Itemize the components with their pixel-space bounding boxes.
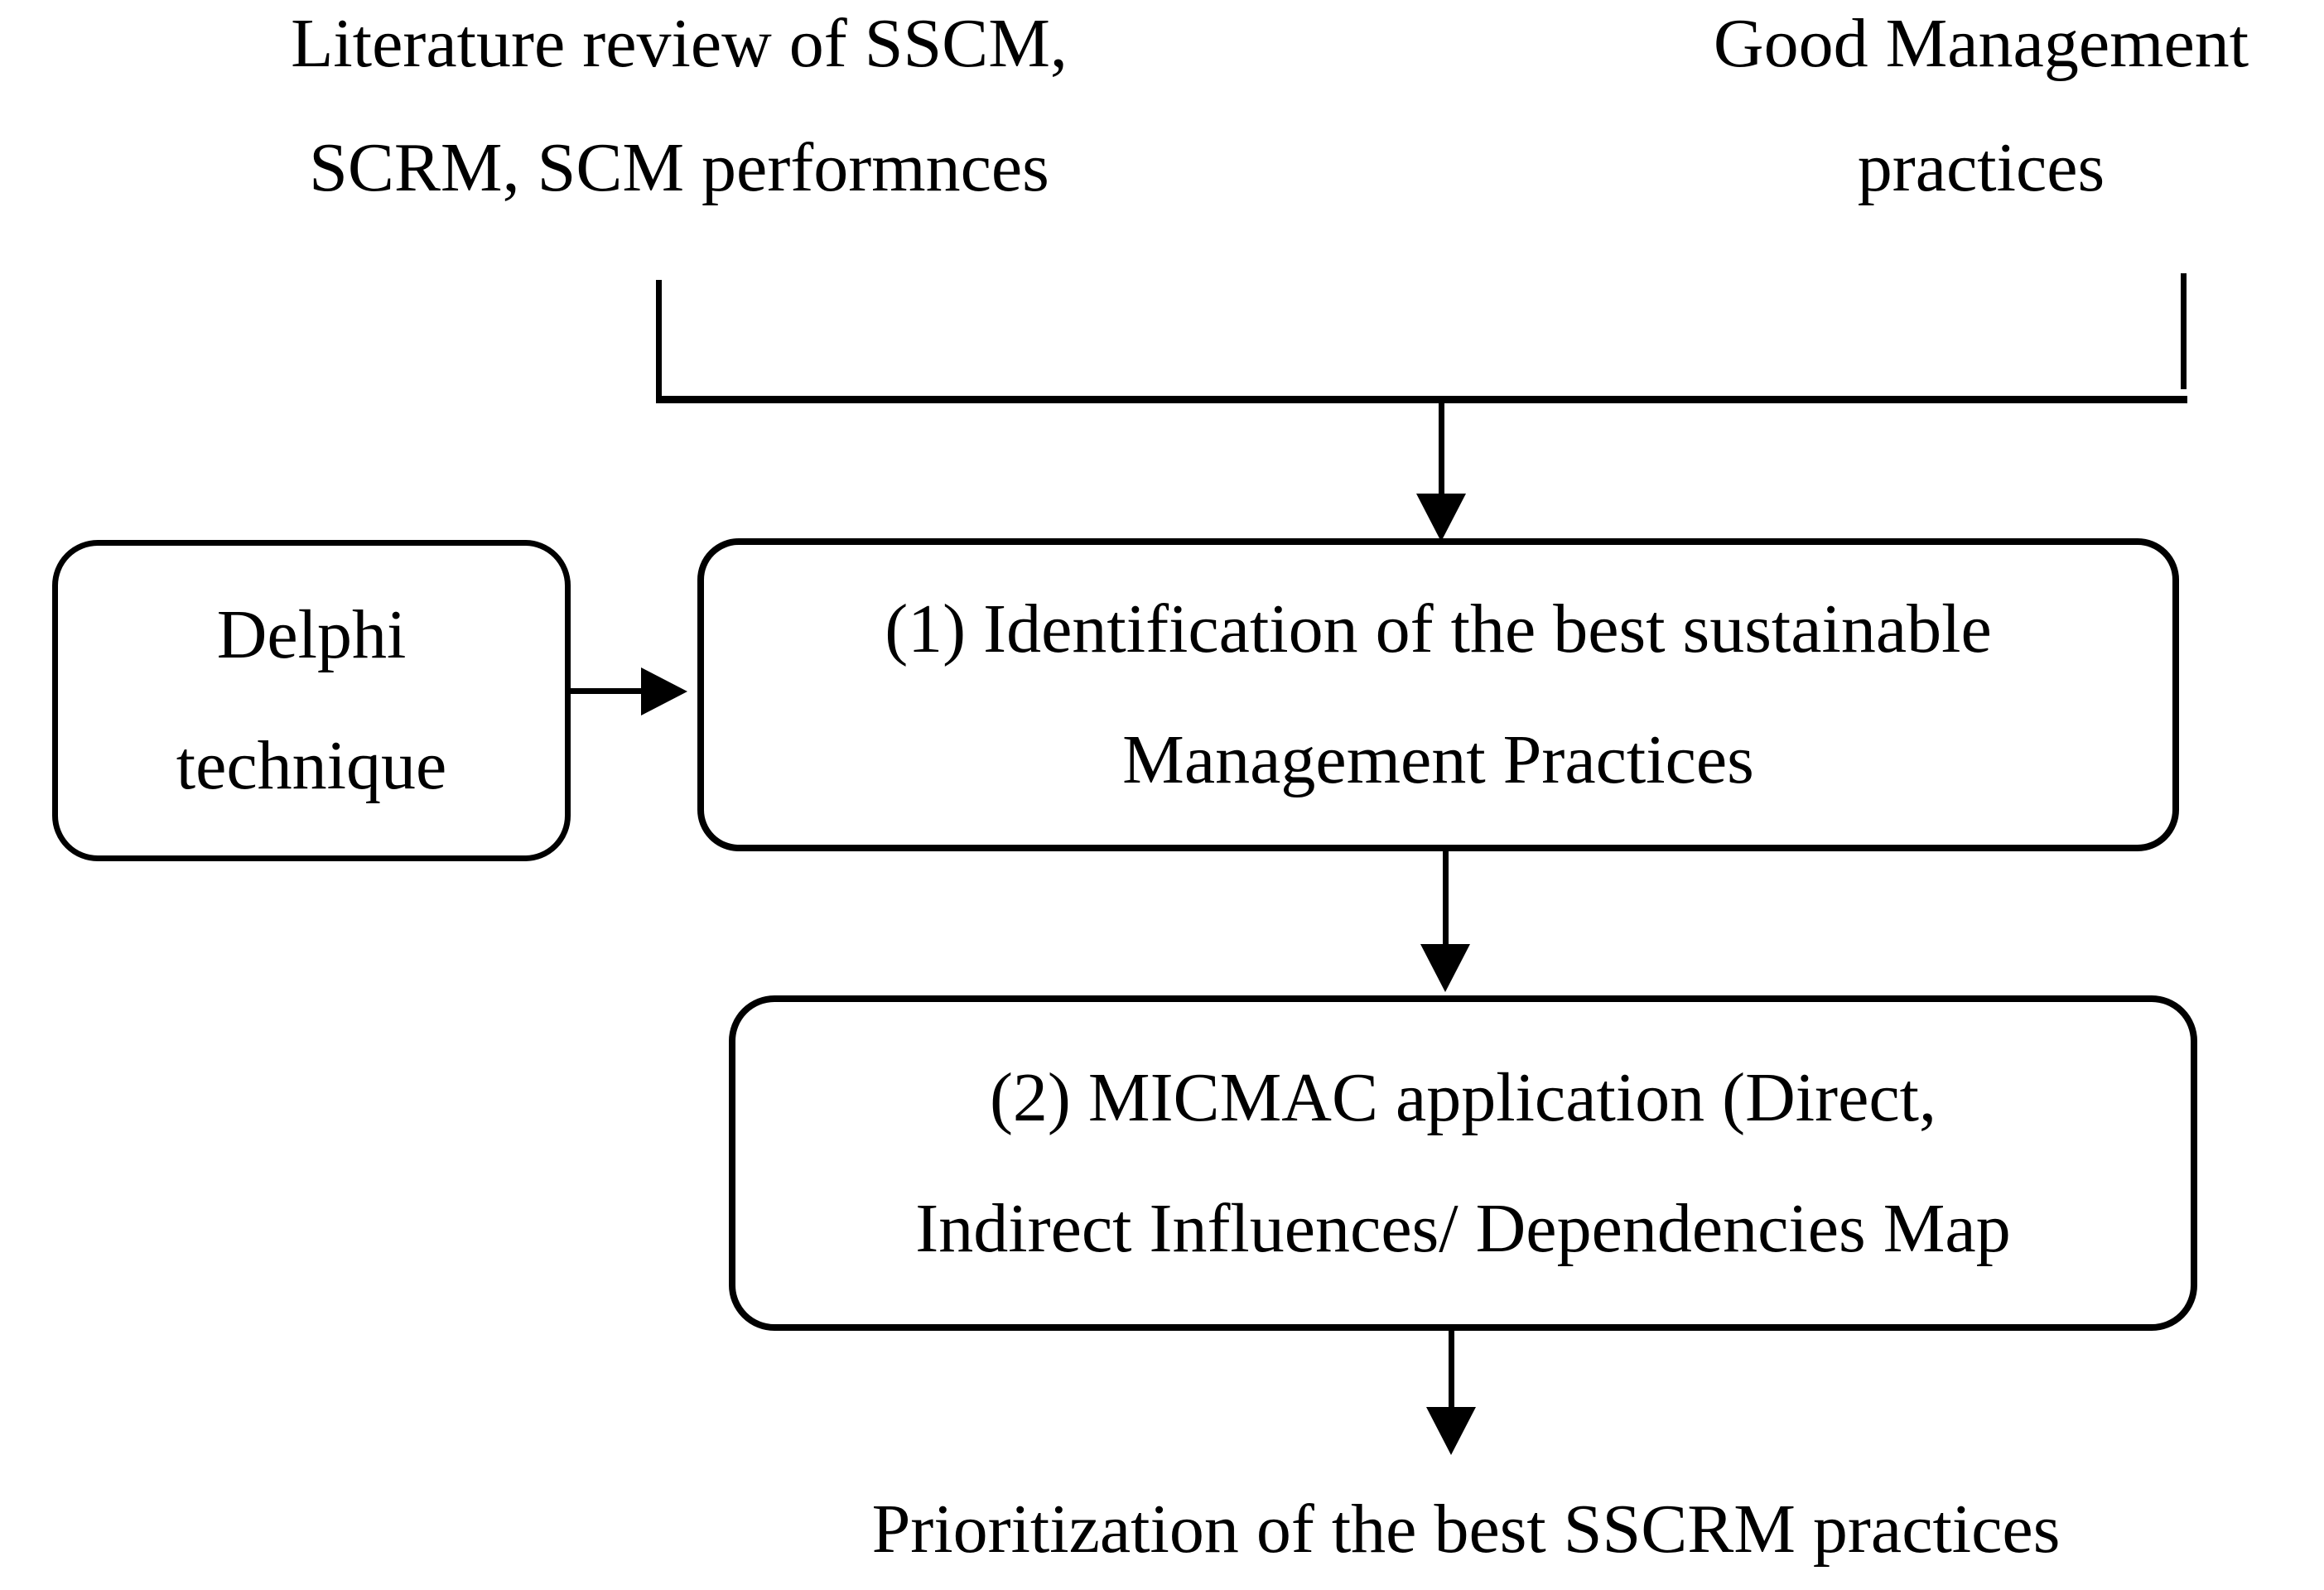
edge-step1-to-step2-arrowhead-icon <box>1420 944 1470 992</box>
edge-delphi-to-step1-line <box>571 688 642 694</box>
edge-step2-to-output-line <box>1449 1331 1454 1410</box>
merge-bracket-left-line <box>656 280 662 399</box>
good-practices-source-line2: practices <box>1857 129 2105 206</box>
edge-delphi-to-step1-arrowhead-icon <box>641 667 687 716</box>
delphi-box-line2: technique <box>176 727 447 804</box>
literature-source-line1: Literature review of SSCM, <box>291 5 1068 82</box>
delphi-technique-box: Delphi technique <box>52 540 571 861</box>
edge-step2-to-output-arrowhead-icon <box>1426 1407 1476 1455</box>
good-practices-source-label: Good Management practices <box>1608 0 2324 230</box>
literature-source-label: Literature review of SSCM, SCRM, SCM per… <box>141 0 1217 230</box>
merge-bracket-right-line <box>2181 273 2187 389</box>
merge-bracket-horizontal-line <box>656 396 2187 403</box>
good-practices-source-line1: Good Management <box>1713 5 2249 82</box>
edge-sources-to-step1-arrowhead-icon <box>1416 494 1466 542</box>
step1-identification-box: (1) Identification of the best sustainab… <box>697 538 2179 851</box>
step2-box-line1: (2) MICMAC application (Direct, <box>989 1058 1937 1136</box>
edge-sources-to-step1-line <box>1439 402 1444 495</box>
step2-box-line2: Indirect Influences/ Dependencies Map <box>915 1189 2011 1267</box>
output-label-text: Prioritization of the best SSCRM practic… <box>871 1491 2061 1568</box>
step2-micmac-box: (2) MICMAC application (Direct, Indirect… <box>729 995 2197 1331</box>
delphi-box-line1: Delphi <box>216 596 407 673</box>
step1-box-line1: (1) Identification of the best sustainab… <box>885 590 1992 667</box>
literature-source-line2: SCRM, SCM performnces <box>309 129 1049 206</box>
step1-box-line2: Management Practices <box>1122 721 1754 798</box>
output-prioritization-label: Prioritization of the best SSCRM practic… <box>721 1464 2211 1590</box>
edge-step1-to-step2-line <box>1443 851 1449 947</box>
